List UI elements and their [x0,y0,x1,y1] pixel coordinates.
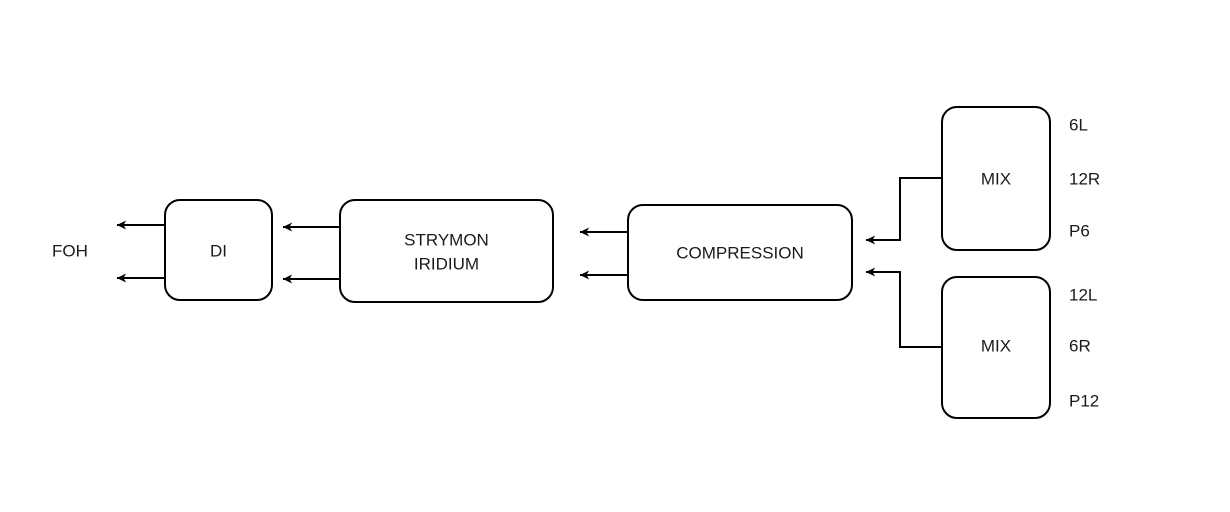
side-label-mix-bottom-2: 6R [1069,336,1091,355]
node-compression-shape [627,204,853,301]
node-mix-bottom-label: MIX [981,336,1011,355]
node-strymon-iridium-label-line1: STRYMON [404,230,489,249]
node-mix-bottom-shape [941,276,1051,419]
node-strymon-iridium-label-line2: IRIDIUM [414,254,479,273]
side-label-mix-top-1: 6L [1069,115,1088,134]
node-strymon-iridium-shape [339,199,554,303]
node-mix-top[interactable]: MIX [941,106,1051,251]
node-mix-top-label: MIX [981,169,1011,188]
node-di-shape [164,199,273,301]
side-label-mix-top-2: 12R [1069,169,1100,188]
node-mix-bottom[interactable]: MIX [941,276,1051,419]
side-label-mix-bottom-1: 12L [1069,285,1097,304]
side-label-mix-top-3: P6 [1069,221,1090,240]
node-compression-label: COMPRESSION [676,243,804,262]
connector-mix-top-to-compression [865,177,943,245]
side-label-mix-bottom-3: P12 [1069,391,1099,410]
node-di-label: DI [210,241,227,260]
connector-mix-bottom-to-compression [865,267,943,348]
node-strymon-iridium[interactable]: STRYMON IRIDIUM [339,199,554,303]
node-compression[interactable]: COMPRESSION [627,204,853,301]
output-label-foh: FOH [52,241,88,260]
node-mix-top-shape [941,106,1051,251]
node-di[interactable]: DI [164,199,273,301]
